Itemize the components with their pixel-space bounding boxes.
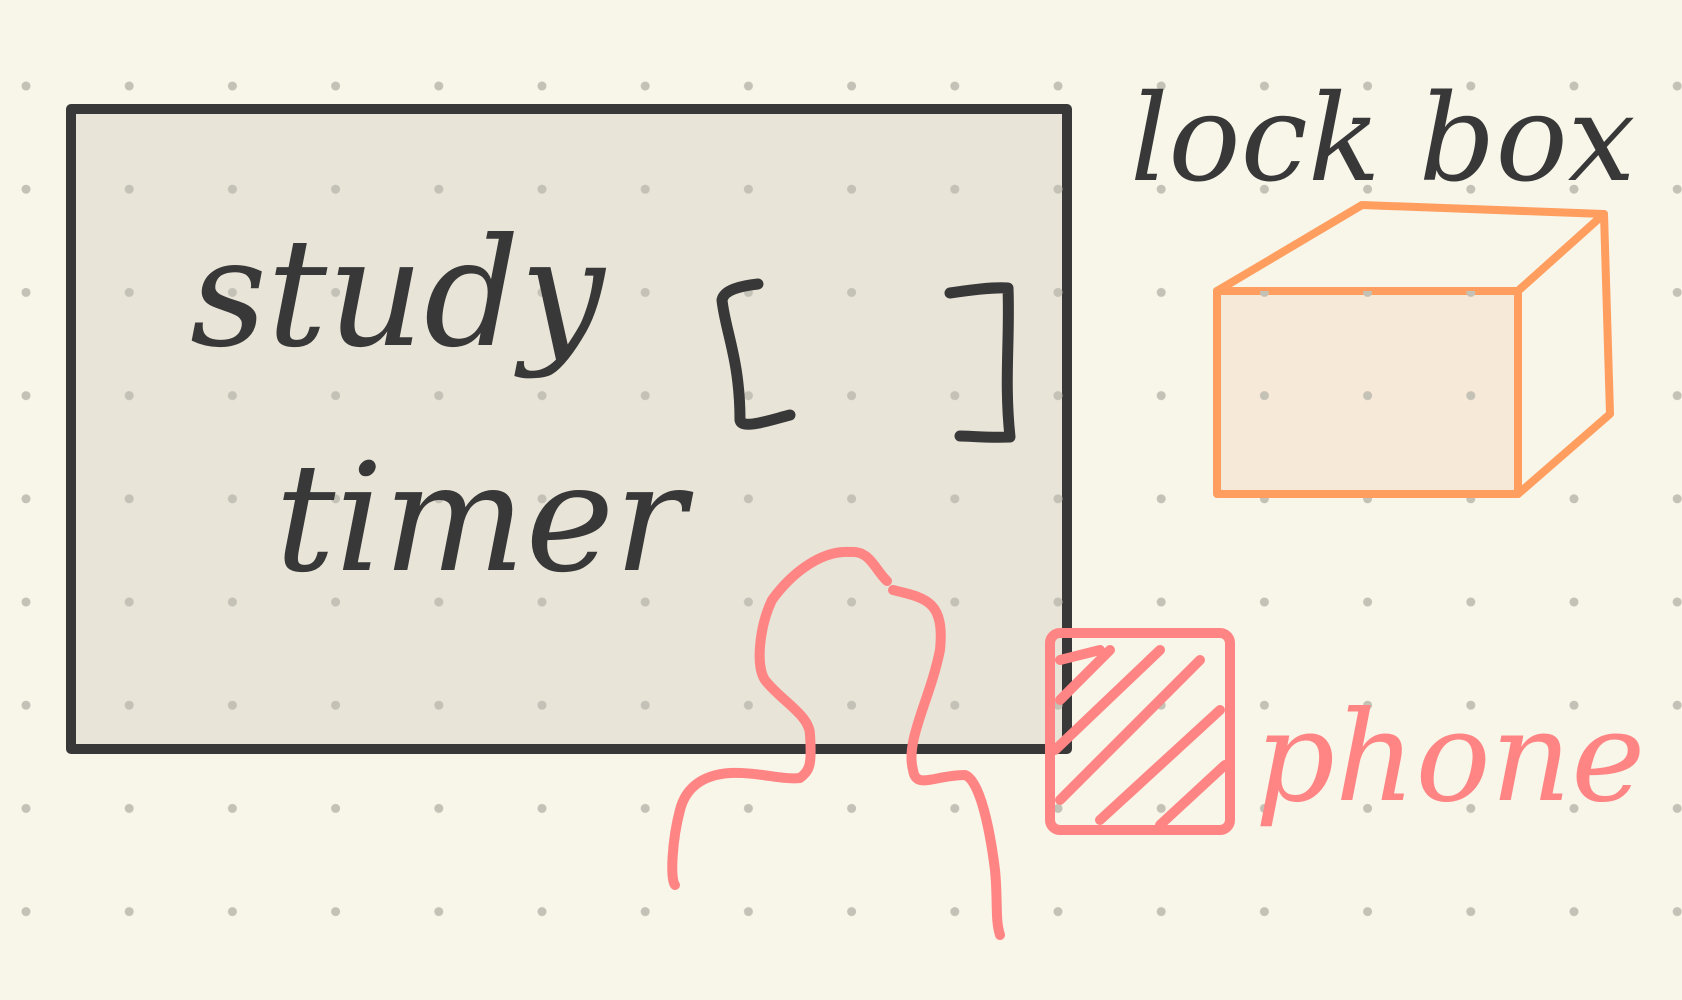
- timer-label: timer: [275, 432, 694, 606]
- study-label: study: [190, 207, 607, 381]
- left-bracket: [716, 278, 796, 430]
- lock-box-label: lock box: [1130, 70, 1635, 209]
- phone[interactable]: phone: [1045, 628, 1645, 835]
- timer-brackets: [716, 278, 1016, 443]
- study-timer-frame[interactable]: study timer: [66, 104, 1072, 754]
- lock-box-dot-grid: [1217, 291, 1518, 494]
- frame-dot-grid: [71, 109, 1067, 749]
- right-bracket: [944, 282, 1016, 443]
- phone-scribble-icon: [1045, 628, 1235, 835]
- phone-label: phone: [1255, 685, 1645, 830]
- lock-box[interactable]: lock box: [1130, 70, 1635, 498]
- person-silhouette-icon: [667, 546, 1005, 940]
